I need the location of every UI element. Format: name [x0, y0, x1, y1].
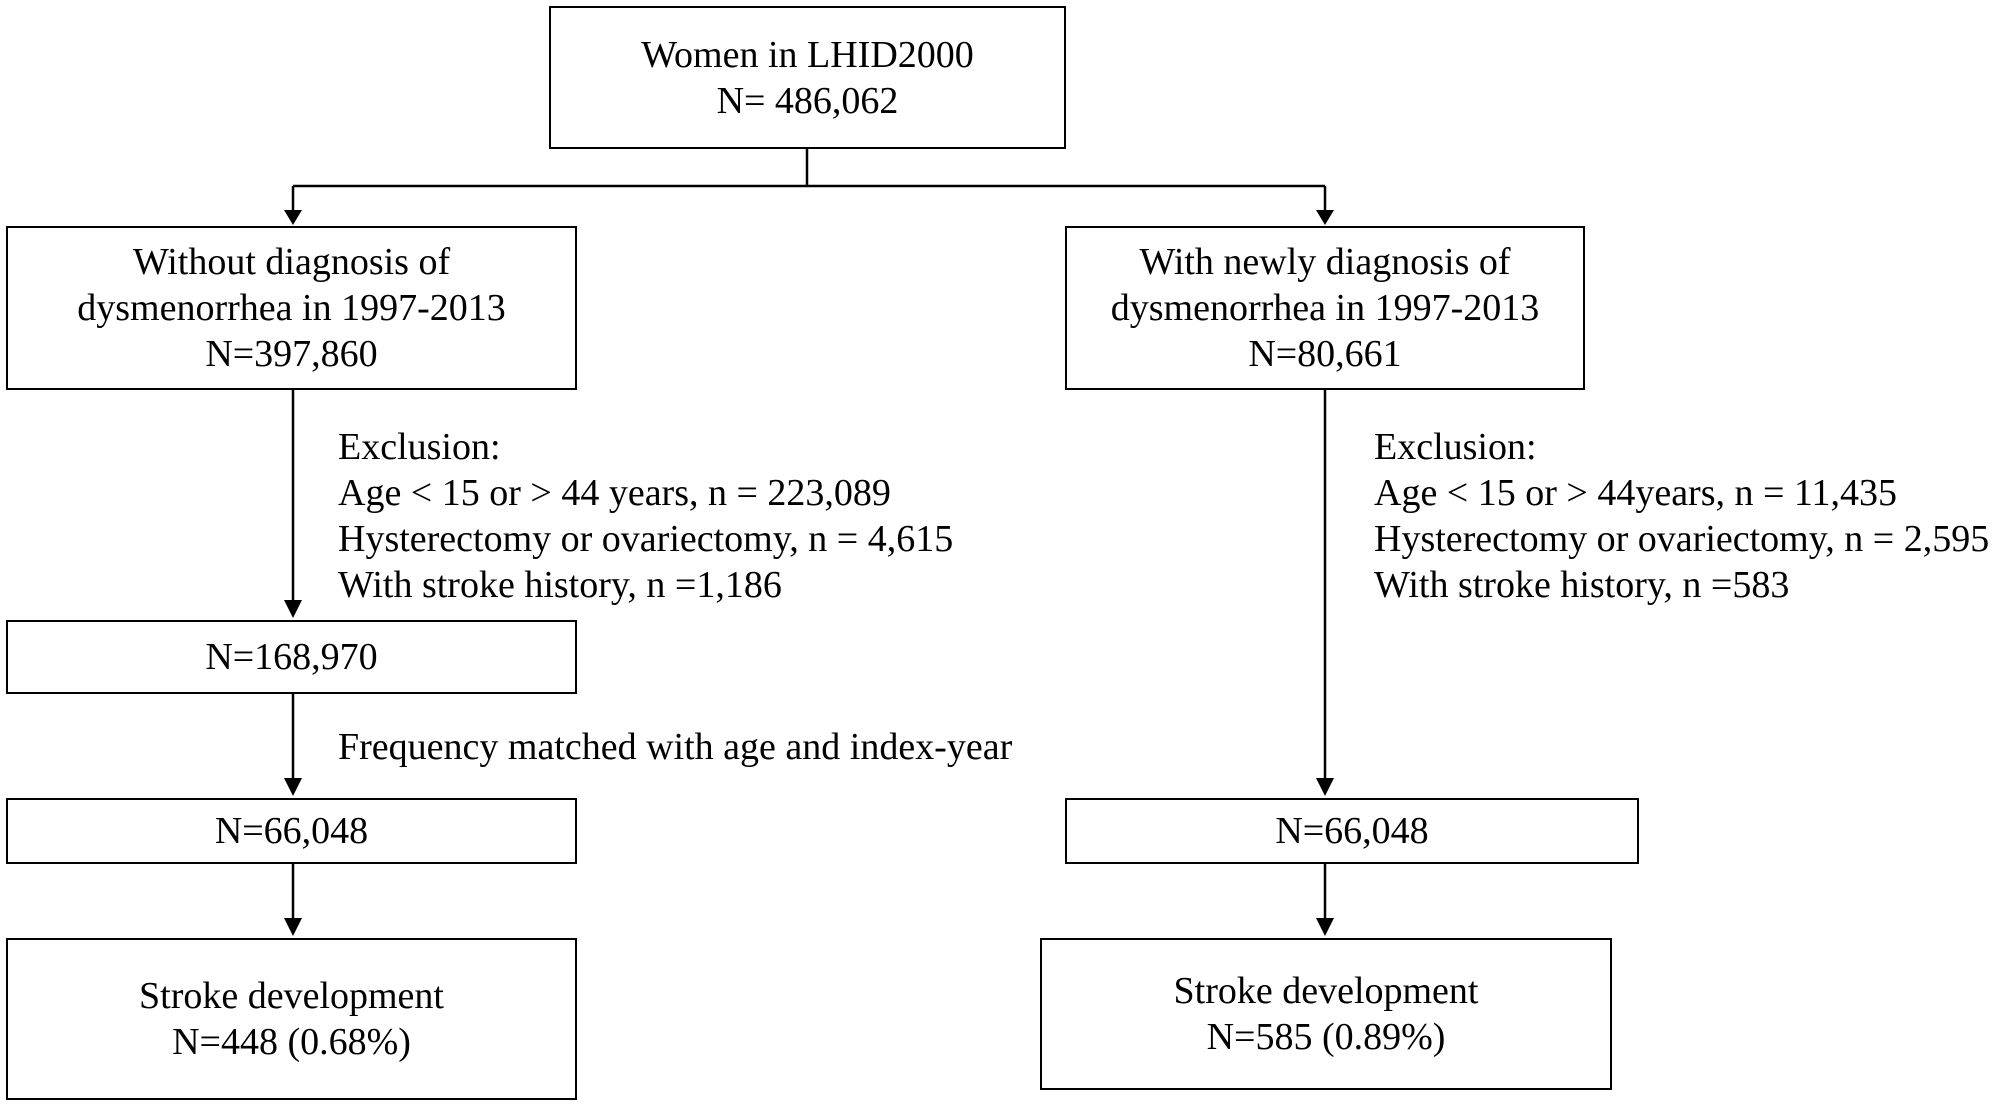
right-cohort-count: N=80,661	[1248, 333, 1402, 375]
right-exclusion-note: Exclusion: Age < 15 or > 44years, n = 11…	[1374, 424, 1989, 608]
left-exclusion-hysterectomy: Hysterectomy or ovariectomy, n = 4,615	[338, 518, 954, 560]
right-outcome-title: Stroke development	[1173, 970, 1479, 1012]
right-matched-count: N=66,048	[1275, 810, 1429, 852]
left-exclusion-age: Age < 15 or > 44 years, n = 223,089	[338, 472, 891, 514]
left-exclusion-title: Exclusion:	[338, 426, 501, 468]
top-population-box: Women in LHID2000 N= 486,062	[549, 6, 1066, 149]
right-outcome-count: N=585 (0.89%)	[1206, 1016, 1446, 1058]
matching-note-text: Frequency matched with age and index-yea…	[338, 726, 1013, 768]
left-outcome-title: Stroke development	[139, 975, 444, 1017]
right-exclusion-age: Age < 15 or > 44years, n = 11,435	[1374, 472, 1898, 514]
right-exclusion-stroke-history: With stroke history, n =583	[1374, 564, 1790, 606]
left-after-exclusion-count: N=168,970	[205, 636, 378, 678]
matching-note: Frequency matched with age and index-yea…	[338, 724, 1012, 770]
left-exclusion-note: Exclusion: Age < 15 or > 44 years, n = 2…	[338, 424, 953, 608]
left-cohort-line1: Without diagnosis of	[132, 241, 451, 283]
left-matched-box: N=66,048	[6, 798, 577, 864]
right-exclusion-title: Exclusion:	[1374, 426, 1537, 468]
left-after-exclusion-box: N=168,970	[6, 620, 577, 694]
right-matched-box: N=66,048	[1065, 798, 1639, 864]
arrowhead-left-cohort	[284, 210, 302, 225]
top-box-title: Women in LHID2000	[641, 33, 974, 76]
arrowhead-right-cohort	[1316, 210, 1334, 225]
left-cohort-box: Without diagnosis of dysmenorrhea in 199…	[6, 226, 577, 390]
right-cohort-line1: With newly diagnosis of	[1139, 241, 1511, 283]
arrowhead-right-matched	[1316, 778, 1334, 796]
right-cohort-line2: dysmenorrhea in 1997-2013	[1110, 287, 1540, 329]
left-cohort-line2: dysmenorrhea in 1997-2013	[77, 287, 506, 329]
right-cohort-box: With newly diagnosis of dysmenorrhea in …	[1065, 226, 1585, 390]
left-matched-count: N=66,048	[214, 810, 369, 852]
left-cohort-count: N=397,860	[205, 333, 378, 375]
left-exclusion-stroke-history: With stroke history, n =1,186	[338, 564, 782, 606]
top-box-count: N= 486,062	[716, 79, 899, 122]
right-outcome-box: Stroke development N=585 (0.89%)	[1040, 938, 1612, 1090]
arrowhead-left-matched	[284, 778, 302, 796]
right-exclusion-hysterectomy: Hysterectomy or ovariectomy, n = 2,595	[1374, 518, 1990, 560]
arrowhead-left-after-exclusion	[284, 600, 302, 618]
arrowhead-right-outcome	[1316, 918, 1334, 936]
left-outcome-count: N=448 (0.68%)	[172, 1021, 411, 1063]
arrowhead-left-outcome	[284, 918, 302, 936]
left-outcome-box: Stroke development N=448 (0.68%)	[6, 938, 577, 1100]
